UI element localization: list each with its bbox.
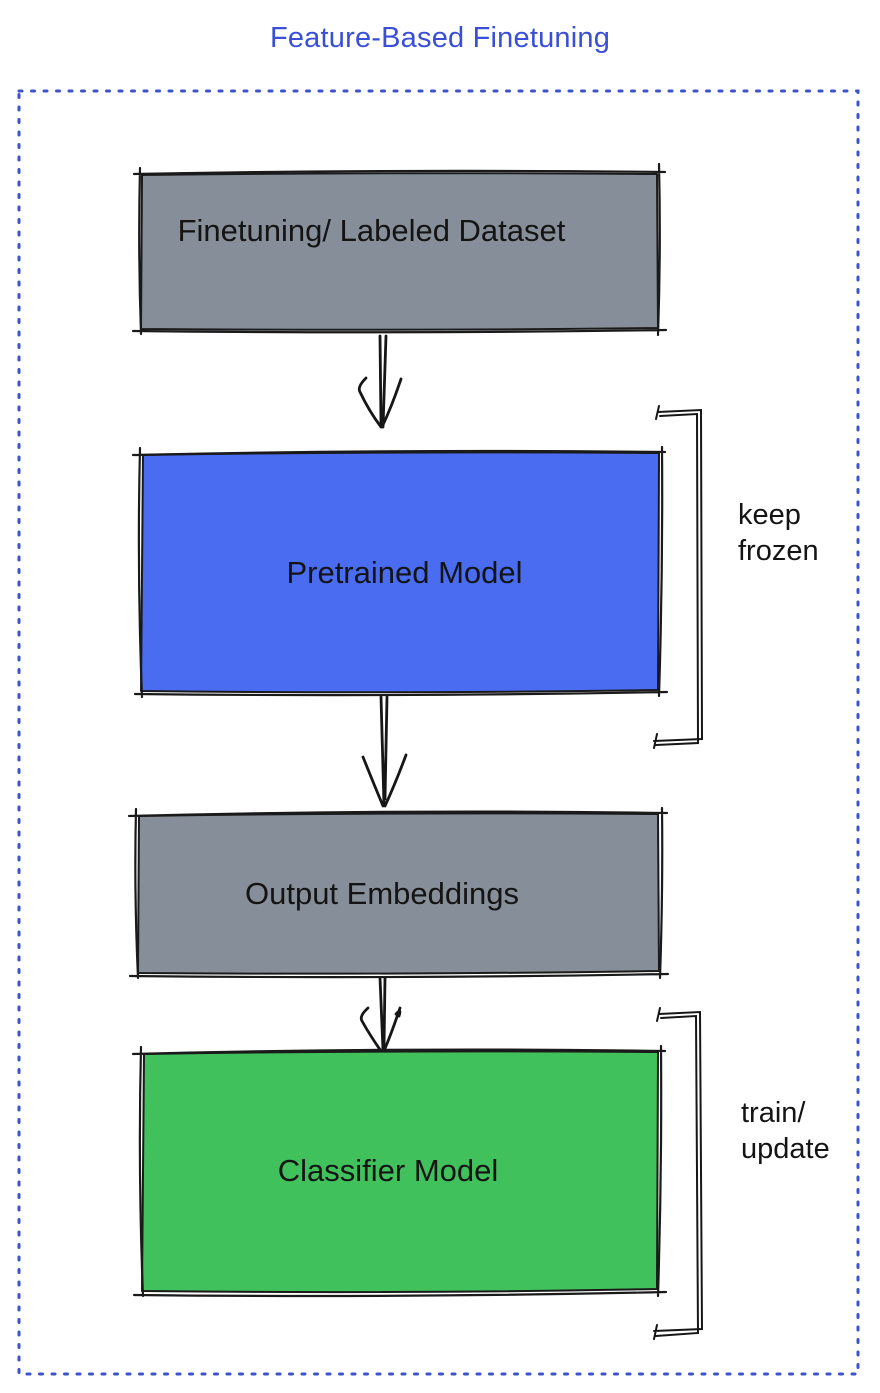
finetuning-dataset-box — [140, 172, 659, 331]
finetuning-dataset-box-sketch — [131, 162, 668, 337]
keep-frozen-line-2: frozen — [738, 535, 819, 567]
arrow-dataset-to-pretrained — [357, 334, 403, 429]
bracket-train-update — [653, 1007, 704, 1340]
pretrained-model-box — [140, 451, 660, 694]
bracket-keep-frozen — [653, 405, 704, 749]
dotted-border-frame — [17, 89, 860, 1376]
arrow-pretrained-to-embeddings — [361, 695, 408, 808]
output-embeddings-box — [137, 812, 660, 975]
diagram-title: Feature-Based Finetuning — [269, 22, 611, 54]
pretrained-model-box-sketch — [131, 445, 669, 699]
output-embeddings-box-sketch — [127, 806, 670, 980]
train-update-line-1: train/ — [741, 1097, 806, 1129]
keep-frozen-annotation: keep frozen — [738, 497, 819, 569]
train-update-annotation: train/ update — [741, 1095, 830, 1167]
classifier-model-box-sketch — [131, 1044, 668, 1298]
keep-frozen-line-1: keep — [738, 499, 801, 531]
classifier-model-box — [141, 1050, 659, 1294]
train-update-line-2: update — [741, 1133, 830, 1165]
arrow-embeddings-to-classifier — [359, 976, 402, 1053]
